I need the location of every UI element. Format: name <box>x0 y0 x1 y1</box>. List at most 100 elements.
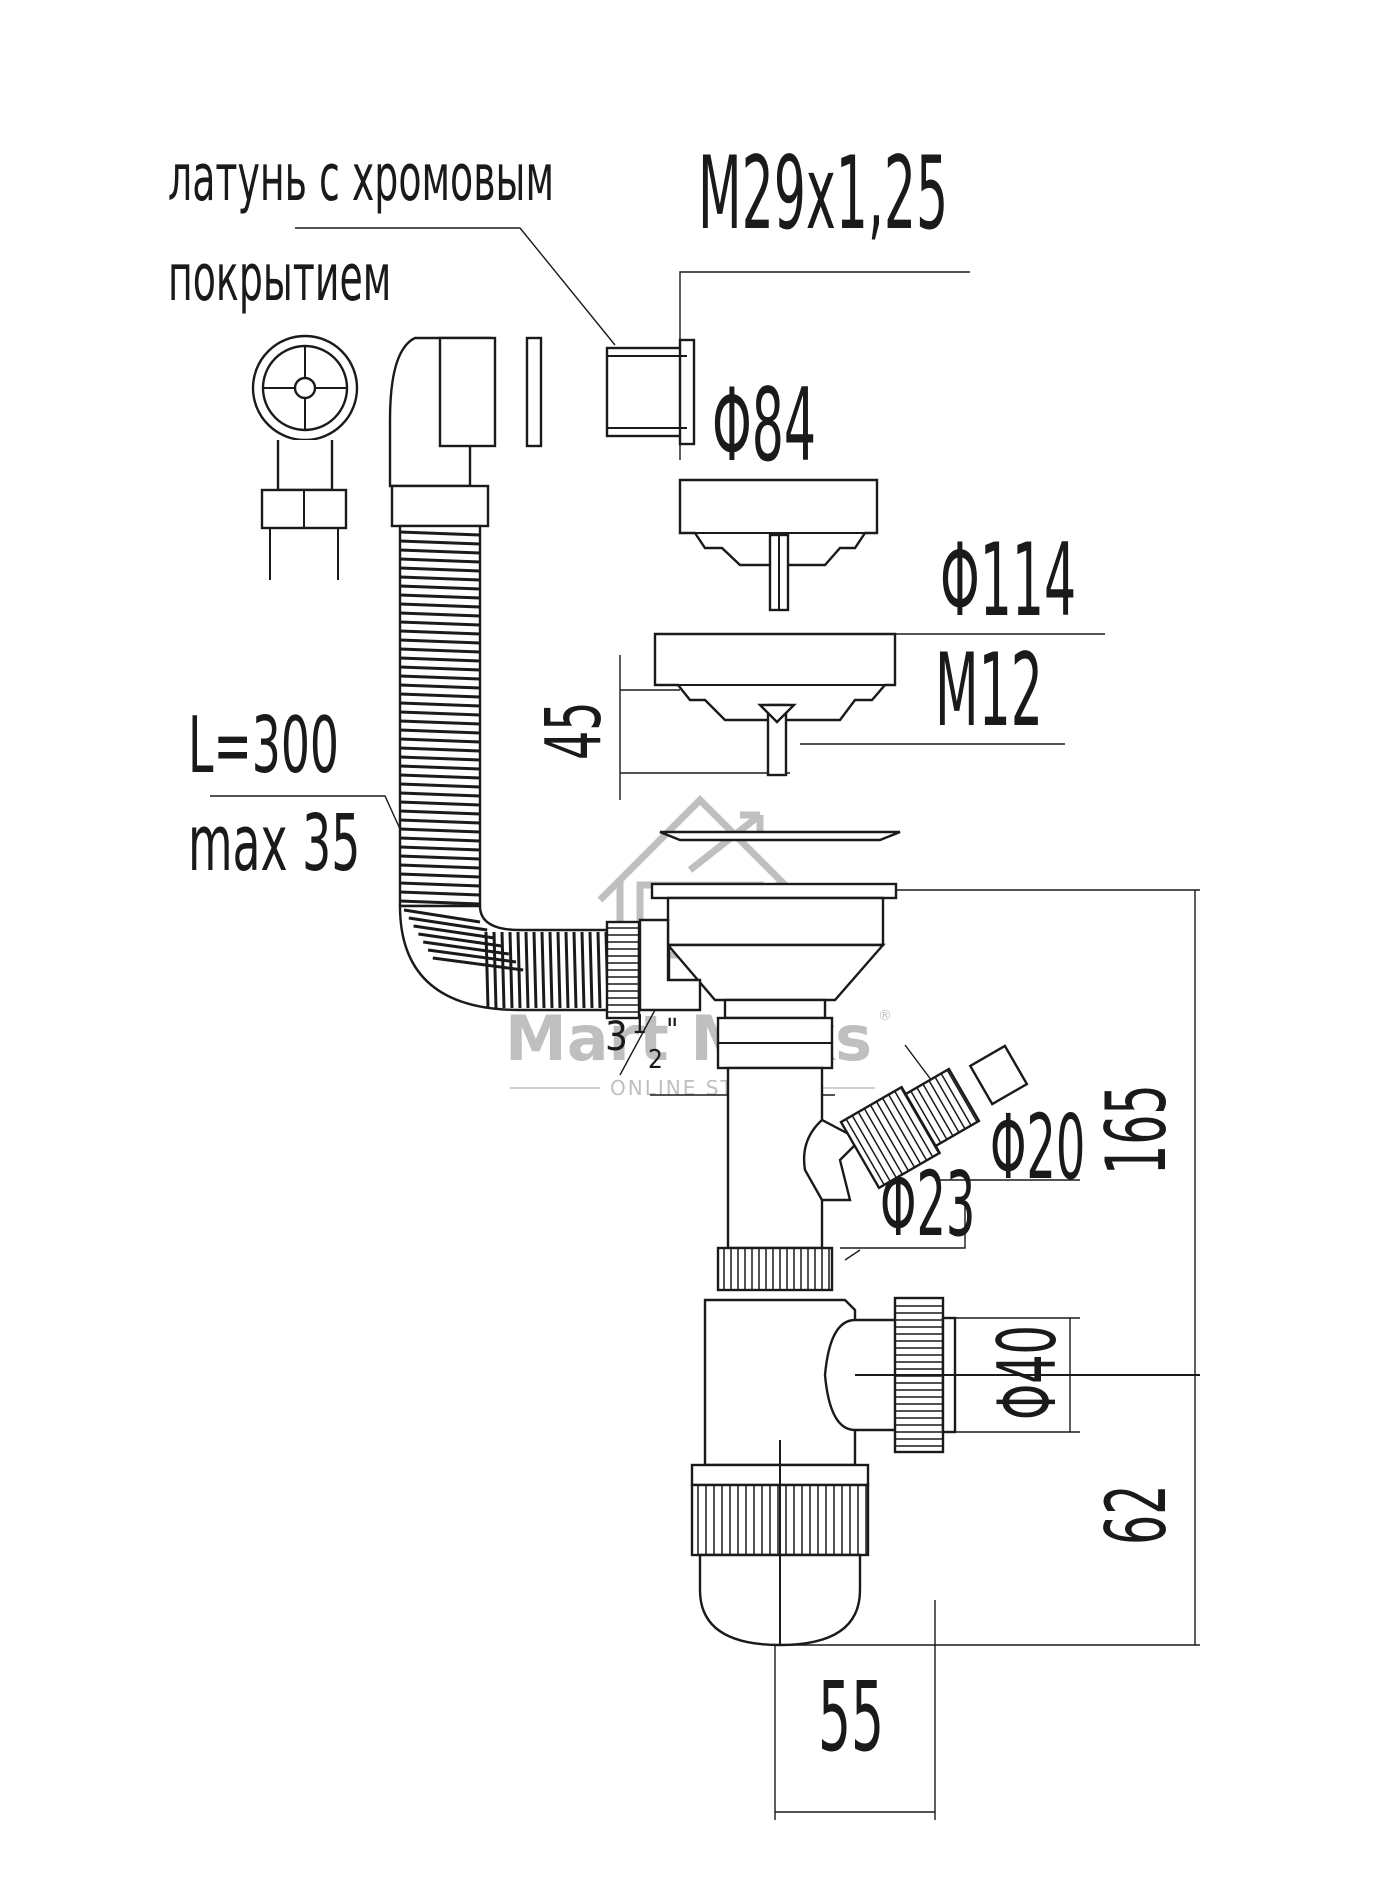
fitting-rib <box>857 1111 897 1179</box>
hose-rib <box>403 908 481 924</box>
overflow-hose-collar <box>390 484 490 528</box>
hose-rib <box>556 931 562 1009</box>
brass-insert-body <box>605 346 689 438</box>
fitting-rib <box>922 1083 954 1137</box>
strainer-basket-bottom-part <box>653 632 897 777</box>
label-material-line2: покрытием <box>168 240 391 316</box>
hose-rib <box>399 539 481 546</box>
hose-rib <box>408 916 488 932</box>
rosette-center <box>293 376 317 400</box>
hose-rib <box>399 620 481 627</box>
hose-vertical-ribs <box>399 530 481 906</box>
hose-rib <box>399 782 481 789</box>
hose-rib <box>548 931 554 1009</box>
label-dim-165: 165 <box>1090 1084 1185 1175</box>
hose-rib <box>399 710 481 717</box>
siphon-bottom-nut-ribs <box>697 1485 867 1555</box>
hose-rib <box>399 854 481 861</box>
hose-rib <box>399 656 481 663</box>
fitting-rib <box>875 1101 916 1168</box>
fitting-rib <box>869 1104 910 1172</box>
hose-rib <box>399 647 481 654</box>
fitting-rib <box>863 1108 904 1175</box>
siphon-tube-part <box>716 1044 1029 1292</box>
hose-leader <box>210 795 406 841</box>
hose-rib <box>399 611 481 618</box>
hose-rib <box>492 931 498 1009</box>
label-thread-35-den: 2 <box>648 1045 663 1075</box>
hose-rib <box>399 665 481 672</box>
fitting-rib <box>946 1069 978 1123</box>
hose-rib <box>399 737 481 744</box>
outlet-neck <box>723 998 827 1020</box>
fitting-rib <box>916 1087 948 1140</box>
m29-leader <box>679 271 970 345</box>
hose-rib <box>399 548 481 555</box>
material-leader <box>295 227 616 346</box>
hose-rib <box>580 931 586 1009</box>
hose-rib <box>399 746 481 753</box>
hose-rib <box>418 932 502 948</box>
hose-rib <box>399 728 481 735</box>
hose-rib <box>399 575 481 582</box>
hose-rib <box>508 931 514 1009</box>
hose-rib <box>399 845 481 852</box>
sink-bowl <box>666 896 885 947</box>
label-thread-3-5: 3 1 2 " <box>605 1009 678 1076</box>
overflow-elbow-face <box>438 336 497 448</box>
fitting-rib <box>881 1097 922 1165</box>
hose-rib <box>399 809 481 816</box>
overflow-hose-part <box>388 336 671 1020</box>
label-thread-35-slash <box>619 1009 656 1076</box>
hose-rib <box>399 818 481 825</box>
hose-rib <box>399 638 481 645</box>
fitting-rib <box>851 1115 891 1182</box>
hose-rib <box>399 899 481 906</box>
label-thread-35-whole: 3 <box>605 1014 628 1060</box>
hose-rib <box>399 773 481 780</box>
hose-rib <box>564 931 570 1009</box>
strainer-basket-top-part <box>678 478 879 612</box>
hose-nut-ribs <box>607 927 639 1013</box>
hose-rib <box>399 881 481 888</box>
hose-rib <box>399 701 481 708</box>
fitting-rib <box>894 1090 934 1158</box>
dia23-leader <box>840 1205 966 1249</box>
hose-rib <box>399 791 481 798</box>
hose-rib <box>399 872 481 879</box>
label-dia-114: Φ114 <box>940 522 1076 639</box>
brass-insert-part <box>605 338 696 446</box>
hose-rib <box>399 593 481 600</box>
watermark-registered: ® <box>878 1008 892 1024</box>
hose-rib <box>413 924 495 940</box>
hose-rib <box>399 764 481 771</box>
overflow-rosette-part <box>251 334 359 580</box>
plug-disc-part <box>659 830 901 842</box>
sink-flange <box>650 882 898 900</box>
label-dim-45: 45 <box>529 701 618 760</box>
label-dim-55: 55 <box>818 1660 884 1773</box>
label-material-line1: латунь с хромовым <box>168 140 554 216</box>
hose-rib <box>399 584 481 591</box>
hose-rib <box>399 683 481 690</box>
branch-fitting-cap <box>968 1044 1029 1106</box>
fitting-rib <box>934 1076 966 1130</box>
rosette-elbow <box>276 440 334 492</box>
label-dia-20: Φ20 <box>990 1096 1085 1200</box>
hose-rib <box>399 719 481 726</box>
hose-rib <box>399 557 481 564</box>
hose-rib <box>399 674 481 681</box>
fitting-rib <box>940 1073 972 1126</box>
label-dim-62: 62 <box>1090 1485 1185 1545</box>
hose-rib <box>596 931 602 1009</box>
hose-rib <box>422 940 510 956</box>
label-hose-max: max 35 <box>188 799 360 889</box>
plug-disc <box>659 830 901 842</box>
label-thread-m12: M12 <box>935 632 1043 749</box>
hose-rib <box>524 931 530 1009</box>
hose-rib <box>427 948 517 964</box>
hose-rib <box>399 827 481 834</box>
branch-fitting-23 <box>839 1044 1029 1190</box>
siphon-upper-nut-ribs <box>723 1248 830 1290</box>
